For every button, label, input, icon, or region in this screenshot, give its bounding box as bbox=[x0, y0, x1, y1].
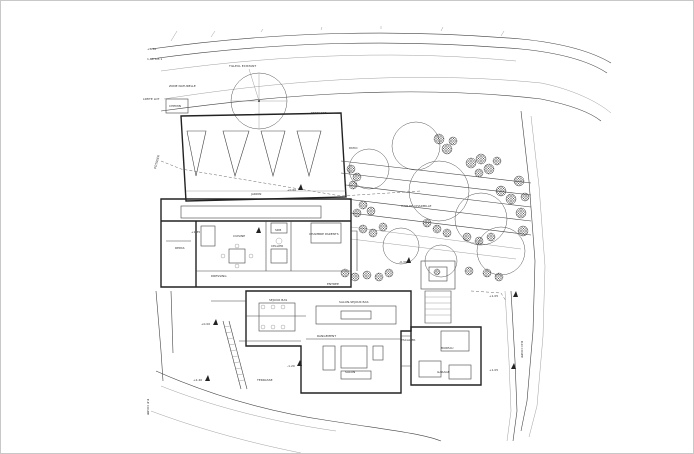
label-zone-road: ZONE NATURELLE bbox=[169, 84, 196, 88]
label-level-e: +2.40 bbox=[193, 378, 202, 382]
label-dining: REPAS bbox=[175, 246, 185, 250]
label-level-c: +0.00 bbox=[201, 322, 210, 326]
lower-curves bbox=[150, 290, 442, 453]
site-boundary-lines bbox=[150, 26, 612, 122]
label-living-top: SALON-SEJOUR BAS bbox=[339, 300, 369, 304]
right-boundary bbox=[470, 110, 546, 442]
left-stair bbox=[222, 320, 248, 390]
label-pantry: CELLIER bbox=[271, 244, 283, 248]
label-top-level-2: 1,60 S.E.1 bbox=[147, 57, 162, 61]
shrubs bbox=[340, 133, 530, 282]
label-kitchen: CUISINE bbox=[233, 234, 245, 238]
label-top-level-1: +5.30 bbox=[147, 47, 156, 51]
label-garage: GARAGE bbox=[437, 370, 450, 374]
large-tree bbox=[230, 68, 288, 130]
label-salon: SALON bbox=[345, 370, 355, 374]
label-storage: RANGEMENT bbox=[317, 334, 336, 338]
label-office: BUREAU bbox=[441, 346, 453, 350]
label-tree-tag: TILLEUL EXISTANT bbox=[228, 64, 256, 68]
label-level-g: +1.05 bbox=[489, 294, 498, 298]
label-section-right: D-D COUPE bbox=[520, 341, 524, 358]
garden-strips bbox=[340, 160, 532, 260]
garden-zone bbox=[160, 98, 422, 202]
label-level-b: +0.60 bbox=[287, 188, 296, 192]
label-site-limit: LIMITE LOT bbox=[143, 97, 160, 101]
label-stair-note: ESCALIER bbox=[401, 338, 415, 342]
label-section-left: E-E COUPE bbox=[146, 399, 150, 415]
label-zone-left: CHEMIN bbox=[169, 104, 181, 108]
label-bath: SDB bbox=[275, 228, 281, 232]
label-level-f: -0.30 bbox=[399, 260, 407, 264]
label-row: HAIE DE CHARMILLE bbox=[401, 204, 432, 208]
label-patio: PATIO bbox=[349, 146, 358, 150]
label-bedroom: CHAMBRE PARENTS bbox=[309, 232, 339, 236]
symbols bbox=[205, 184, 518, 381]
label-terrace-low: TERRASSE bbox=[256, 378, 273, 382]
label-zone-hatch: POTAGER bbox=[153, 155, 161, 170]
label-living-mid: SEJOUR BAS bbox=[269, 298, 287, 302]
right-pavilion bbox=[401, 260, 482, 386]
label-level-d: -1.20 bbox=[287, 364, 295, 368]
label-garden: JARDIN bbox=[250, 192, 261, 196]
label-zone-mid: TERRASSE bbox=[310, 111, 327, 115]
label-closet: DRESSING bbox=[211, 274, 227, 278]
lower-building bbox=[211, 290, 412, 394]
drawing-labels: +5.30 1,60 S.E.1 LIMITE LOT CHEMIN TERRA… bbox=[143, 47, 524, 415]
label-level-a: +1.35 bbox=[191, 230, 200, 234]
label-level-h: +1.05 bbox=[489, 368, 498, 372]
main-building bbox=[160, 198, 358, 288]
label-entry: ENTREE bbox=[327, 282, 339, 286]
tree-canopies bbox=[348, 121, 526, 278]
